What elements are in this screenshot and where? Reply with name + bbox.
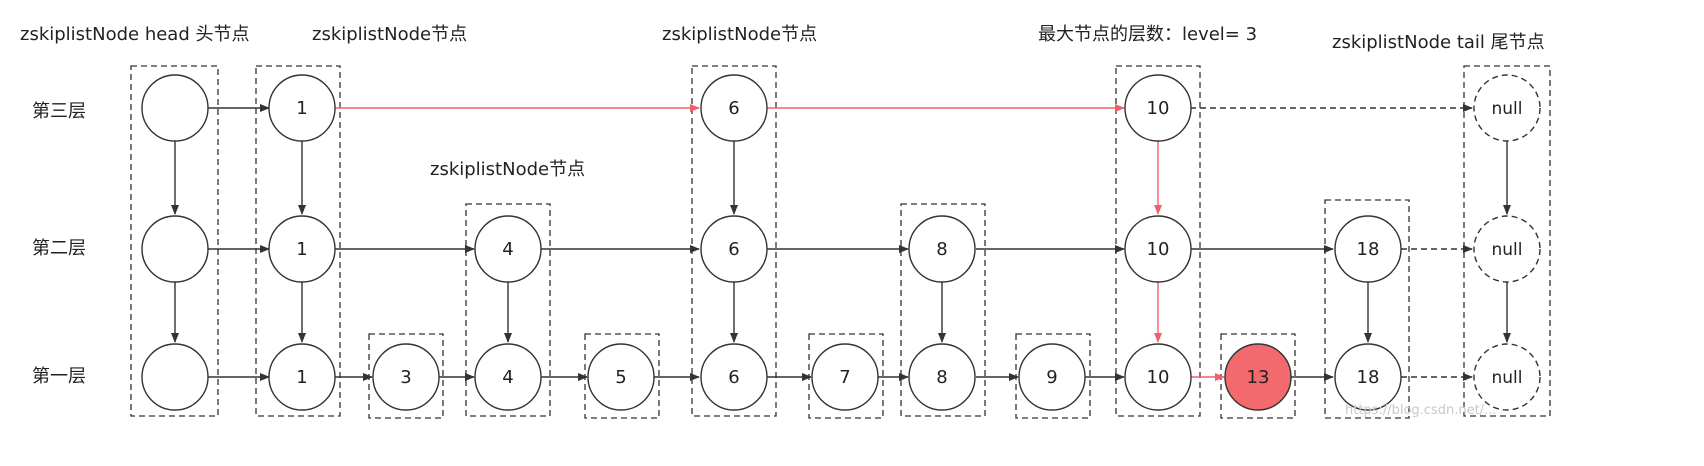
node-4-l1-text: 4 <box>502 367 513 388</box>
null-l2-text: null <box>1492 240 1523 260</box>
node-box-1 <box>255 65 341 417</box>
node-10-l1 <box>1124 343 1192 411</box>
node-label-4: zskiplistNode节点 <box>430 159 585 180</box>
node-4-l1 <box>474 343 542 411</box>
node-13-l1-text: 13 <box>1247 367 1270 388</box>
node-10-l2-text: 10 <box>1147 239 1170 260</box>
node-9-l1 <box>1018 343 1086 411</box>
node-10-l3-text: 10 <box>1147 98 1170 119</box>
tail-node-label: zskiplistNode tail 尾节点 <box>1332 32 1545 53</box>
node-6-l2 <box>700 215 768 283</box>
node-box-18 <box>1324 199 1410 419</box>
node-label-6: zskiplistNode节点 <box>662 24 817 45</box>
node-6-l1 <box>700 343 768 411</box>
node-7-l1 <box>811 343 879 411</box>
node-box-8 <box>900 203 986 417</box>
layer-label-2: 第二层 <box>32 238 86 259</box>
node-box-head <box>130 65 219 417</box>
node-1-l1-text: 1 <box>296 367 307 388</box>
head-node-label: zskiplistNode head 头节点 <box>20 24 249 45</box>
node-10-l1-text: 10 <box>1147 367 1170 388</box>
null-node-l2 <box>1473 215 1541 283</box>
node-6-l3-text: 6 <box>728 98 739 119</box>
node-6-l2-text: 6 <box>728 239 739 260</box>
node-6-l1-text: 6 <box>728 367 739 388</box>
node-box-4 <box>465 203 551 417</box>
node-18-l2-text: 18 <box>1357 239 1380 260</box>
node-8-l1 <box>908 343 976 411</box>
node-1-l1 <box>268 343 336 411</box>
layer-label-1: 第一层 <box>32 366 86 387</box>
layer-label-3: 第三层 <box>32 101 86 122</box>
node-3-l1 <box>372 343 440 411</box>
node-1-l3 <box>268 74 336 142</box>
node-10-l2 <box>1124 215 1192 283</box>
node-8-l2-text: 8 <box>936 239 947 260</box>
node-10-l3 <box>1124 74 1192 142</box>
node-13-l1-highlight <box>1224 343 1292 411</box>
node-6-l3 <box>700 74 768 142</box>
null-l1-text: null <box>1492 368 1523 388</box>
node-head-l2 <box>141 215 209 283</box>
node-head-l3 <box>141 74 209 142</box>
null-node-l1 <box>1473 343 1541 411</box>
node-8-l2 <box>908 215 976 283</box>
node-4-l2 <box>474 215 542 283</box>
node-head-l1 <box>141 343 209 411</box>
node-7-l1-text: 7 <box>839 367 850 388</box>
node-5-l1 <box>587 343 655 411</box>
node-box-10 <box>1115 65 1201 417</box>
node-8-l1-text: 8 <box>936 367 947 388</box>
node-18-l2 <box>1334 215 1402 283</box>
null-l3-text: null <box>1492 99 1523 119</box>
node-1-l2 <box>268 215 336 283</box>
max-level-label: 最大节点的层数：level= 3 <box>1038 24 1257 45</box>
node-18-l1-text: 18 <box>1357 367 1380 388</box>
node-1-l2-text: 1 <box>296 239 307 260</box>
node-box-tail <box>1463 65 1551 417</box>
node-18-l1 <box>1334 343 1402 411</box>
node-4-l2-text: 4 <box>502 239 513 260</box>
node-3-l1-text: 3 <box>400 367 411 388</box>
null-node-l3 <box>1473 74 1541 142</box>
node-box-6 <box>691 65 777 417</box>
node-label-1: zskiplistNode节点 <box>312 24 467 45</box>
node-1-l3-text: 1 <box>296 98 307 119</box>
node-9-l1-text: 9 <box>1046 367 1057 388</box>
node-5-l1-text: 5 <box>615 367 626 388</box>
watermark: https://blog.csdn.net/... <box>1345 403 1496 418</box>
